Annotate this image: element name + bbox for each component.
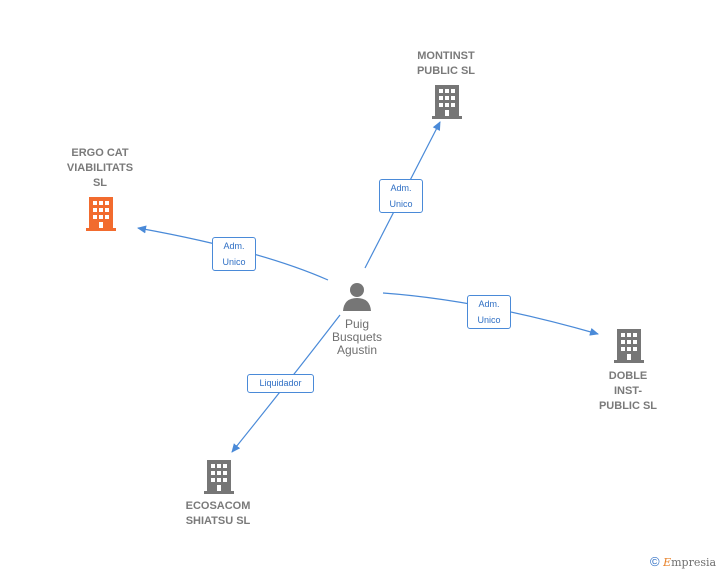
- edge-label-ergo: Adm. Unico: [212, 237, 256, 271]
- node-label-ecosacom[interactable]: ECOSACOM SHIATSU SL: [185, 500, 251, 527]
- brand-initial: E: [663, 556, 672, 569]
- copyright-icon: ©: [650, 554, 660, 569]
- node-label-person[interactable]: Puig Busquets Agustin: [331, 317, 383, 357]
- building-icon-ergo[interactable]: [86, 197, 116, 231]
- edge-label-doble: Adm. Unico: [467, 295, 511, 329]
- building-icon-ecosacom[interactable]: [204, 460, 234, 494]
- building-icon-montinst[interactable]: [432, 85, 462, 119]
- building-icon-doble[interactable]: [614, 329, 644, 363]
- node-label-ergo[interactable]: ERGO CAT VIABILITATS SL: [66, 147, 134, 189]
- footer-brand: © Empresia: [650, 554, 716, 569]
- node-label-doble[interactable]: DOBLE INST- PUBLIC SL: [598, 370, 658, 412]
- edge-label-ecosacom: Liquidador: [247, 374, 314, 393]
- person-icon[interactable]: [343, 283, 371, 311]
- brand-name: mpresia: [671, 556, 717, 569]
- node-label-montinst[interactable]: MONTINST PUBLIC SL: [416, 50, 476, 77]
- edge-label-montinst: Adm. Unico: [379, 179, 423, 213]
